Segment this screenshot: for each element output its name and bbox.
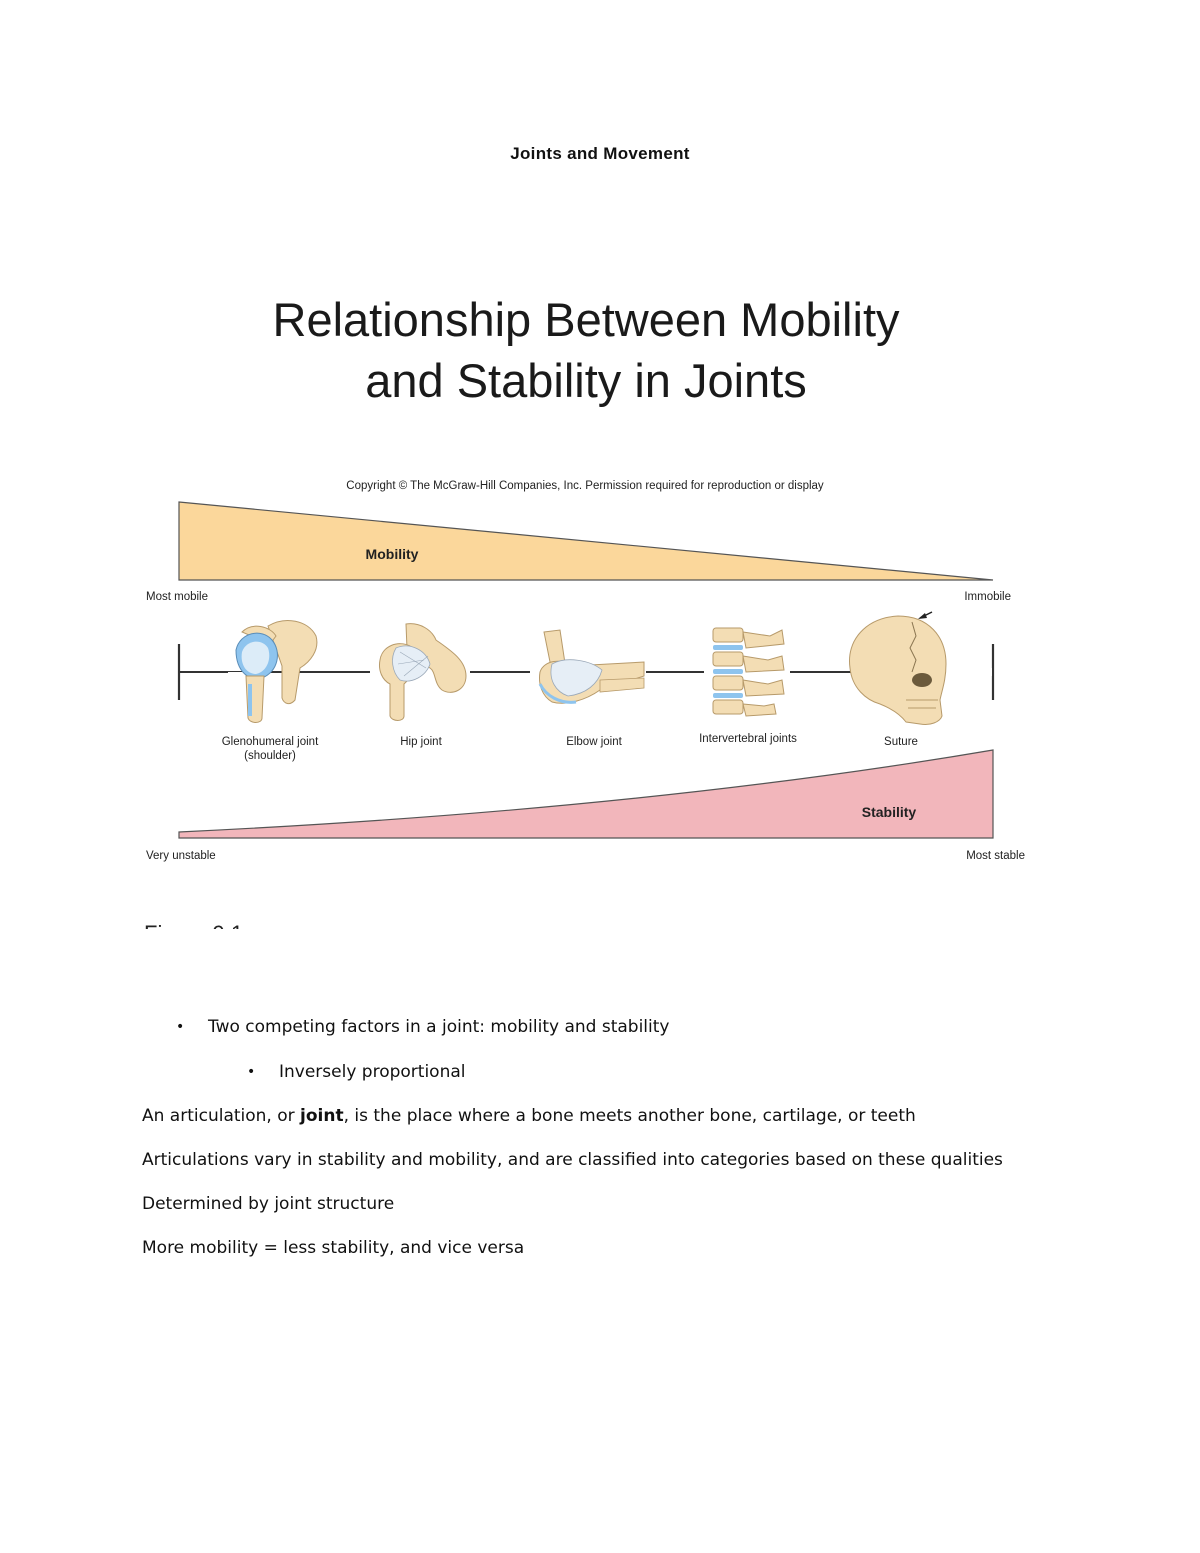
bullet-text-2: Inversely proportional [279,1062,466,1082]
figure-caption-cropped: Figure 9.1 [144,921,243,946]
bullet-item-1: • Two competing factors in a joint: mobi… [176,1017,669,1037]
joint-label-hip: Hip joint [400,736,442,748]
shoulder-joint-illustration [228,620,318,723]
copyright-notice: Copyright © The McGraw-Hill Companies, I… [346,480,824,492]
paragraph-1-start: An articulation, or [142,1106,301,1126]
bullet-text-1: Two competing factors in a joint: mobili… [208,1017,670,1037]
bullet-icon: • [176,1019,185,1035]
paragraph-1-bold-term: joint [300,1106,344,1126]
joint-label-elbow: Elbow joint [566,736,622,748]
stability-label: Stability [862,804,917,820]
paragraph-articulations: Articulations vary in stability and mobi… [142,1150,1003,1170]
bullet-icon: • [247,1064,256,1080]
paragraph-1-end: , is the place where a bone meets anothe… [343,1106,916,1126]
joint-label-intervertebral: Intervertebral joints [699,733,797,745]
paragraph-mobility-stability: More mobility = less stability, and vice… [142,1238,525,1258]
most-stable-label: Most stable [966,850,1025,862]
mobility-label: Mobility [366,546,419,562]
most-mobile-label: Most mobile [146,591,208,603]
paragraph-joint-structure: Determined by joint structure [142,1194,395,1214]
figure-heading-line2: and Stability in Joints [365,354,807,407]
document-title: Joints and Movement [510,144,690,163]
joint-sublabel-shoulder: (shoulder) [244,750,296,762]
intervertebral-joints-illustration [704,627,790,717]
stability-wedge [178,749,994,839]
skull-suture-illustration [849,611,992,725]
figure-heading-line1: Relationship Between Mobility [273,293,900,346]
elbow-joint-illustration [530,629,646,704]
immobile-label: Immobile [964,591,1011,603]
paragraph-joint-definition: An articulation, or joint, is the place … [142,1106,916,1126]
joint-label-suture: Suture [884,736,918,748]
bullet-item-2: • Inversely proportional [247,1062,466,1082]
very-unstable-label: Very unstable [146,850,216,862]
hip-joint-illustration [370,623,470,721]
joint-label-glenohumeral: Glenohumeral joint [222,736,319,748]
mobility-wedge [178,501,994,581]
